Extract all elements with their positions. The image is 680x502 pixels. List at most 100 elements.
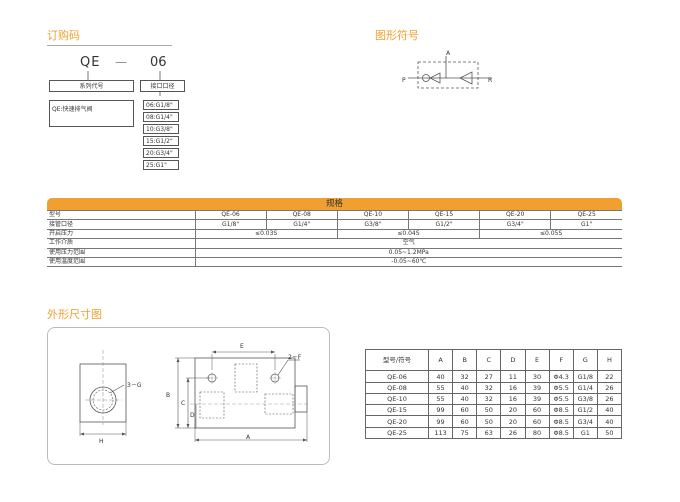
dim-cell: 50 <box>596 426 623 440</box>
dim-label-c: C <box>181 400 186 407</box>
dim-label-e: E <box>240 343 244 350</box>
table-row: QE-08 55 40 32 16 39 Φ5.5 G1/4 26 <box>365 381 623 394</box>
spec-label: 使用温度范围 <box>47 257 195 268</box>
spec-cell: 空气 <box>194 238 622 249</box>
dim-header-cell: G <box>572 348 598 372</box>
dim-cell: 22 <box>596 370 623 383</box>
spec-label: 型号 <box>47 209 195 221</box>
dim-cell: 40 <box>427 370 454 383</box>
order-code-model: QE <box>80 55 101 70</box>
table-row: QE-06 40 32 27 11 30 Φ4.3 G1/8 22 <box>365 370 623 383</box>
dim-cell: 26 <box>596 392 623 406</box>
spec-cell: G3/8" <box>336 219 409 230</box>
dim-cell: 40 <box>452 392 478 406</box>
dim-cell: QE-25 <box>365 426 429 440</box>
dim-header-cell: F <box>548 348 574 372</box>
dim-cell: 99 <box>427 415 454 428</box>
port-option-2: 10:G3/8" <box>143 124 179 134</box>
spec-cell: ≤0.05S <box>479 229 622 240</box>
port-size-label: 接口口径 <box>150 83 175 90</box>
dim-cell: 32 <box>476 381 502 394</box>
spec-cell: G1" <box>550 219 622 230</box>
symbol-port-p: P <box>402 77 406 84</box>
dim-cell: 55 <box>427 392 454 406</box>
dimension-drawing-frame <box>47 327 330 465</box>
dim-cell: QE-20 <box>365 415 429 428</box>
spec-row-port: 接管口径 G1/8" G1/4" G3/8" G1/2" G3/4" G1" <box>47 219 622 230</box>
dim-cell: Φ5.5 <box>548 381 574 394</box>
dim-cell: 26 <box>596 381 623 394</box>
dim-label-2f: 2－F <box>288 354 302 361</box>
dim-cell: 63 <box>476 426 502 440</box>
dim-cell: 40 <box>596 404 623 417</box>
order-code-size: 06 <box>150 55 167 70</box>
dim-cell: G1/2 <box>572 404 598 417</box>
dim-header-cell: A <box>427 348 454 372</box>
port-option-1: 08:G1/4" <box>143 112 179 122</box>
dim-header-cell: D <box>500 348 526 372</box>
port-option-0: 06:G1/8" <box>143 100 179 110</box>
dim-cell: 39 <box>524 392 550 406</box>
spec-label: 使用压力范围 <box>47 248 195 258</box>
dim-cell: G3/4 <box>572 415 598 428</box>
symbol-port-r: R <box>488 77 493 84</box>
dim-cell: Φ4.3 <box>548 370 574 383</box>
symbol-heading: 图形符号 <box>375 29 419 42</box>
dim-cell: Φ8.5 <box>548 426 574 440</box>
dim-cell: Φ8.5 <box>548 415 574 428</box>
dim-cell: G1 <box>572 426 598 440</box>
dim-cell: QE-06 <box>365 370 429 383</box>
front-view-drawing <box>175 350 310 442</box>
dimensions-heading: 外形尺寸图 <box>47 308 102 321</box>
spec-row-model: 型号 QE-06 QE-08 QE-10 QE-15 QE-20 QE-25 <box>47 209 622 221</box>
spec-cell: QE-10 <box>336 209 409 221</box>
order-code-heading: 订购码 <box>47 29 80 42</box>
table-row: QE-15 99 60 50 20 60 Φ8.5 G1/2 40 <box>365 404 623 417</box>
series-desc: QE:快速排气阀 <box>52 106 93 113</box>
spec-cell: G1/8" <box>194 219 267 230</box>
dim-cell: 20 <box>500 404 526 417</box>
dim-cell: QE-15 <box>365 404 429 417</box>
spec-cell: QE-15 <box>407 209 480 221</box>
dim-cell: G1/4 <box>572 381 598 394</box>
dim-header-cell: 型号/符号 <box>365 348 429 372</box>
spec-row-temp-range: 使用温度范围 -0.05~60℃ <box>47 257 622 268</box>
dim-cell: QE-08 <box>365 381 429 394</box>
port-option-5: 25:G1" <box>143 160 179 170</box>
dim-cell: 11 <box>500 370 526 383</box>
dim-header-cell: B <box>452 348 478 372</box>
port-option-4: 20:G3/4" <box>143 148 179 158</box>
dim-header-cell: E <box>524 348 550 372</box>
spec-cell: QE-25 <box>550 209 622 221</box>
dim-header-cell: C <box>476 348 502 372</box>
series-desc-box: QE:快速排气阀 <box>49 100 134 127</box>
spec-cell: -0.05~60℃ <box>194 257 622 268</box>
table-row: QE-25 113 75 63 26 80 Φ8.5 G1 50 <box>365 426 623 440</box>
dim-cell: 40 <box>596 415 623 428</box>
dim-cell: 27 <box>476 370 502 383</box>
dim-cell: 32 <box>452 370 478 383</box>
dim-label-b: B <box>166 392 171 399</box>
dim-label-h: H <box>99 438 104 445</box>
port-size-label-box: 接口口径 <box>140 80 185 92</box>
dim-label-d: D <box>190 412 195 419</box>
spec-cell: QE-08 <box>265 209 338 221</box>
order-code-dash: — <box>115 55 127 69</box>
dim-cell: 16 <box>500 381 526 394</box>
order-code-underline <box>47 45 172 46</box>
spec-table: 型号 QE-06 QE-08 QE-10 QE-15 QE-20 QE-25 接… <box>47 209 622 268</box>
side-view-drawing <box>79 350 127 436</box>
spec-cell: G1/4" <box>265 219 338 230</box>
dim-cell: 20 <box>500 415 526 428</box>
dim-cell: G1/8 <box>572 370 598 383</box>
dim-cell: 16 <box>500 392 526 406</box>
dim-cell: 39 <box>524 381 550 394</box>
dim-header-cell: H <box>596 348 623 372</box>
spec-row-opening-pressure: 开启压力 ≤0.03S ≤0.04S ≤0.05S <box>47 229 622 240</box>
spec-label: 开启压力 <box>47 229 195 240</box>
dim-cell: QE-10 <box>365 392 429 406</box>
dimension-table: 型号/符号 A B C D E F G H QE-06 40 32 27 11 … <box>365 348 623 440</box>
spec-cell: QE-06 <box>194 209 267 221</box>
pneumatic-symbol <box>408 56 492 89</box>
spec-title: 规格 <box>47 198 622 210</box>
